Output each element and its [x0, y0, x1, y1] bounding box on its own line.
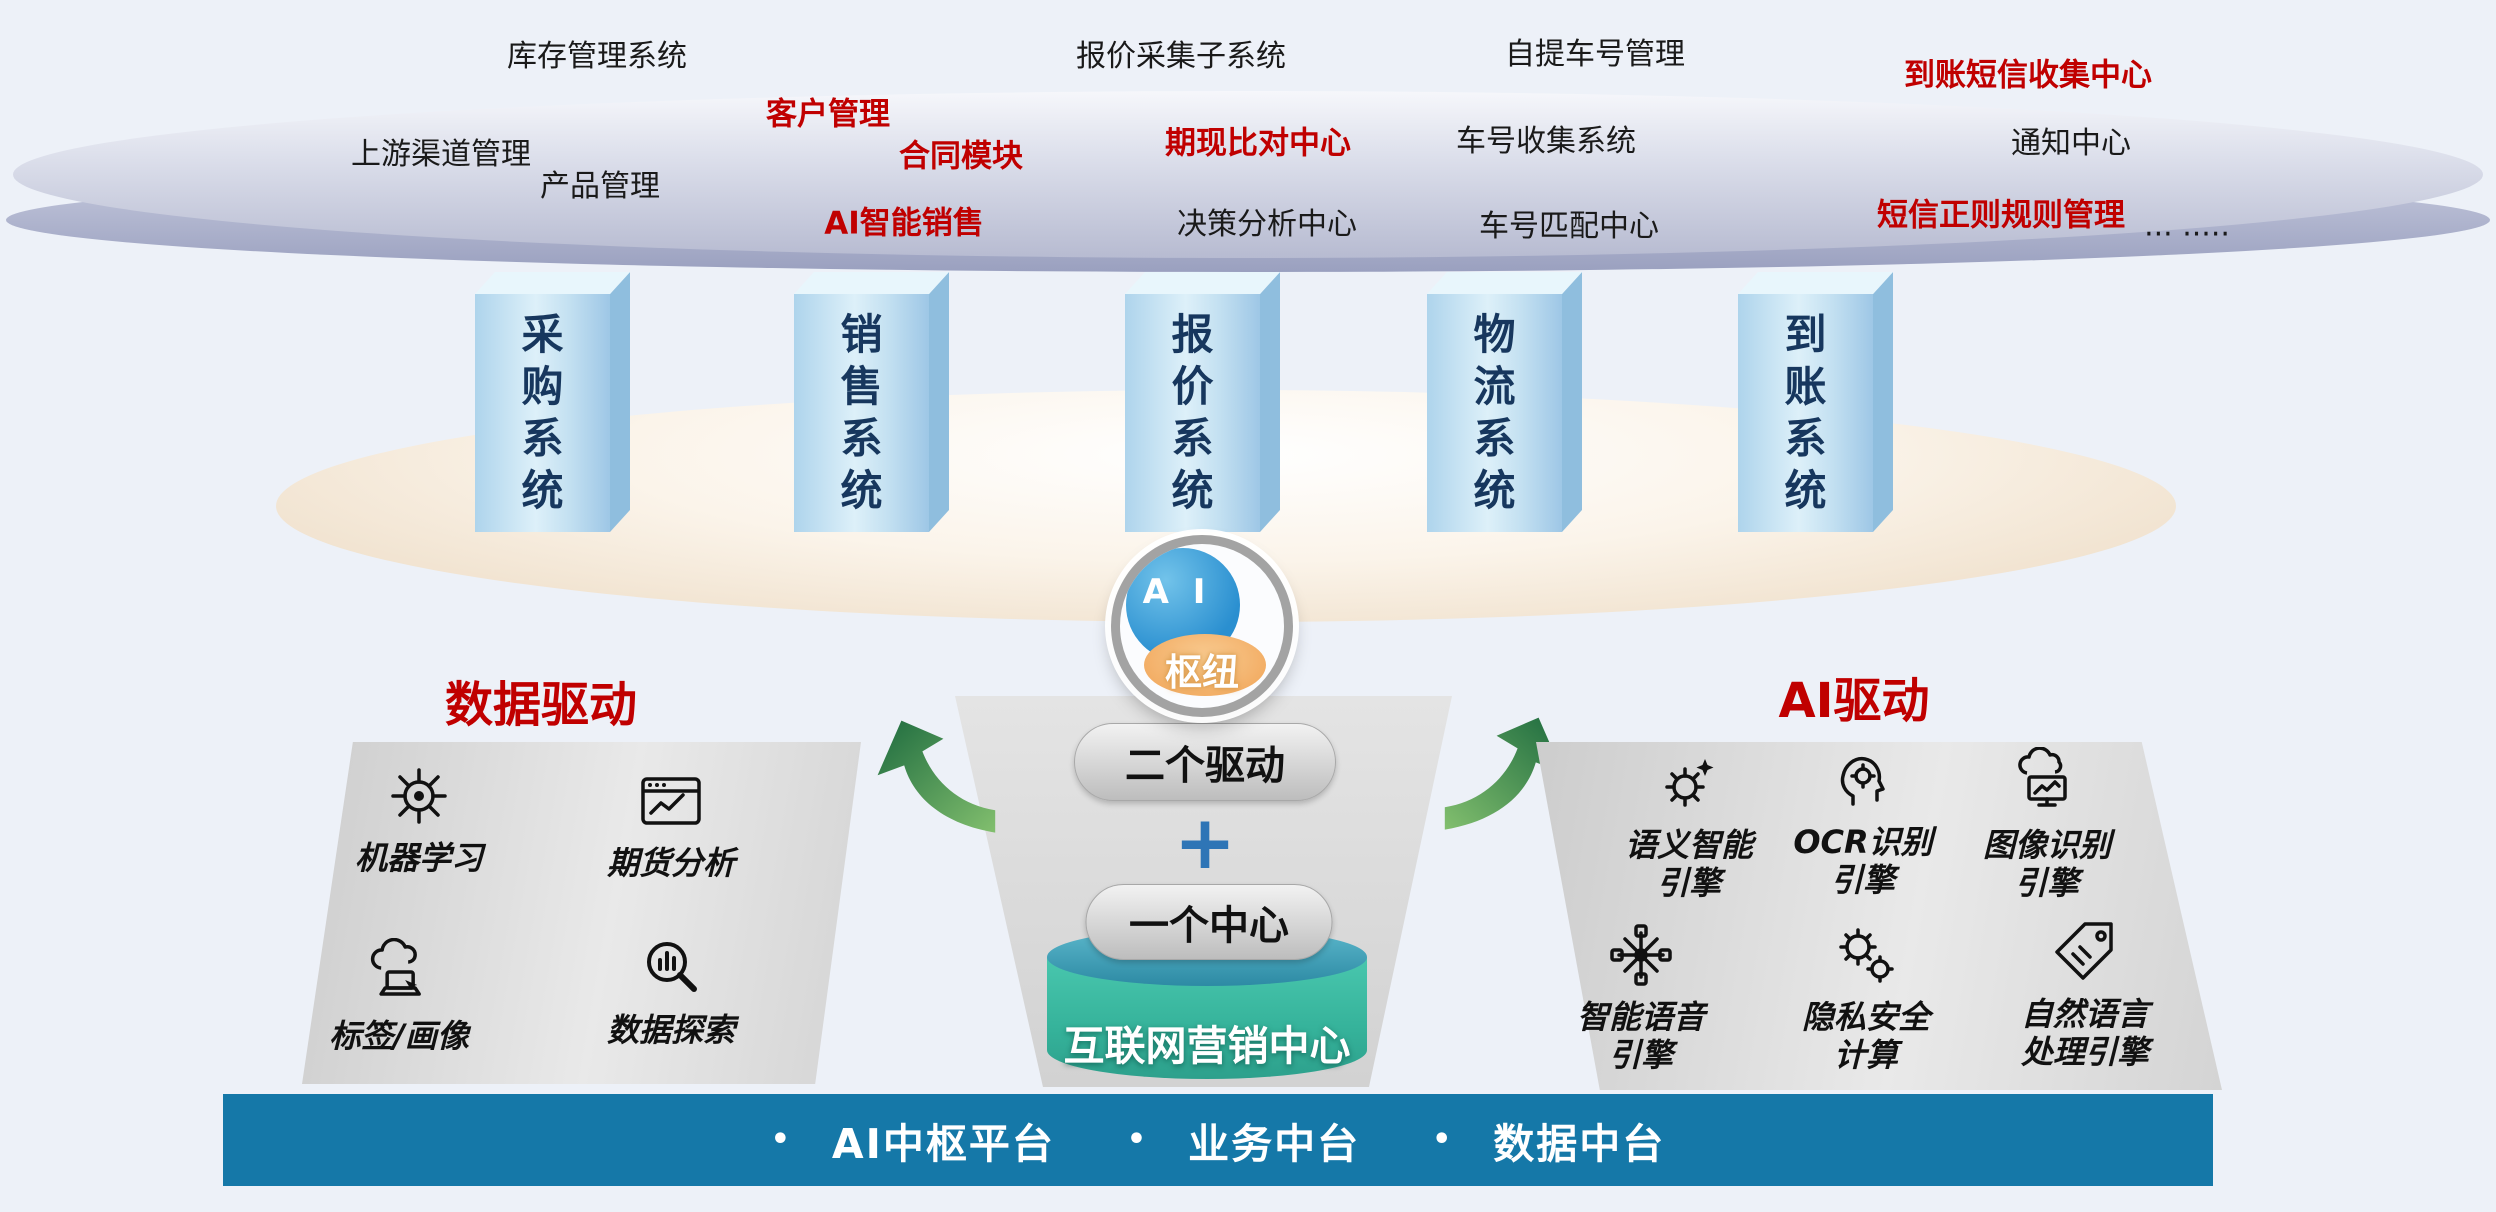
panel-item-label: 语义智能引擎	[1624, 826, 1753, 902]
panel-item-label: 图像识别引擎	[1982, 826, 2111, 902]
pillar-side-face	[1260, 272, 1280, 532]
pillar-label: 报价系统	[1171, 310, 1214, 515]
panel-item: 标签/画像	[329, 938, 469, 1056]
pillar-side-face	[1562, 272, 1582, 532]
cloud-label: 决策分析中心	[1177, 207, 1357, 242]
two-drives-label: 二个驱动	[1125, 743, 1285, 789]
cloud-label: 报价采集子系统	[1076, 39, 1286, 74]
panel-item-label: 自然语言处理引擎	[2020, 995, 2149, 1071]
chart-magnifier-icon	[635, 932, 707, 1004]
pillar-label: 物流系统	[1473, 310, 1516, 515]
two-drives-pill: 二个驱动	[1074, 723, 1336, 801]
plus-icon: +	[1173, 800, 1237, 886]
cloud-laptop-icon	[363, 938, 435, 1010]
gear-network-icon	[383, 760, 455, 832]
panel-item: 自然语言处理引擎	[2010, 916, 2160, 1072]
pillar-top-face	[475, 272, 630, 294]
panel-item: 隐私安全计算	[1791, 919, 1941, 1075]
platform-bar-item: 数据中台	[1493, 1120, 1666, 1168]
pillar-front-face	[1125, 294, 1260, 532]
platform-bar-item: AI中枢平台	[831, 1120, 1055, 1168]
cloud-label: 合同模块	[899, 138, 1023, 175]
pillar-front-face	[475, 294, 610, 532]
bullet-icon: •	[770, 1122, 790, 1157]
platform-bar-group: • 数据中台	[1432, 1110, 1665, 1170]
bullet-icon: •	[1126, 1122, 1147, 1157]
platform-bar-group: • AI中枢平台	[771, 1110, 1055, 1170]
cloud-screen-icon	[2011, 747, 2083, 819]
bullet-icon: •	[1432, 1122, 1452, 1157]
pillar-side-face	[1873, 272, 1893, 532]
panel-item-label: 隐私安全计算	[1801, 998, 1930, 1074]
ai-driven-title: AI驱动	[1778, 673, 1930, 729]
cloud-label: 通知中心	[2011, 126, 2131, 161]
green-arrow-left	[853, 715, 1003, 855]
system-pillar: 物流系统	[1427, 272, 1582, 532]
cloud-label: 产品管理	[540, 169, 660, 204]
cloud-label: 上游渠道管理	[351, 137, 531, 172]
ai-hub-orange-glow	[1144, 634, 1266, 696]
one-center-pill: 一个中心	[1085, 884, 1333, 960]
ai-hub-inner: A I 枢纽	[1120, 544, 1284, 708]
cloud-label: 期现比对中心	[1165, 125, 1351, 162]
pillar-top-face	[1125, 272, 1280, 294]
panel-item-label: 期货分析	[606, 844, 736, 882]
cloud-label: 车号收集系统	[1456, 124, 1636, 159]
panel-item: 期货分析	[607, 765, 735, 883]
pillar-front-face	[1427, 294, 1562, 532]
cloud-label: 库存管理系统	[507, 39, 687, 74]
panel-item: 机器学习	[355, 760, 483, 878]
panel-item: 数据探索	[607, 932, 735, 1050]
green-arrow-right	[1437, 712, 1587, 852]
cloud-label: 到账短信收集中心	[1904, 57, 2152, 94]
cloud-label: 车号匹配中心	[1479, 209, 1659, 244]
pillar-front-face	[1738, 294, 1873, 532]
panel-item: 智能语音引擎	[1566, 919, 1716, 1075]
panel-item-label: 数据探索	[606, 1011, 736, 1049]
ai-hub: A I 枢纽	[1111, 535, 1293, 717]
browser-chart-icon	[635, 765, 707, 837]
cloud-label: 客户管理	[766, 96, 890, 133]
platform-bar-item: 业务中台	[1188, 1120, 1361, 1168]
gear-sparkle-icon	[1653, 747, 1725, 819]
system-pillar: 采购系统	[475, 272, 630, 532]
cloud-label: ... .....	[2144, 208, 2230, 244]
cloud-label: 自提车号管理	[1505, 37, 1685, 72]
ai-driven-panel	[1536, 742, 2222, 1090]
panel-item: OCR识别引擎	[1788, 744, 1938, 900]
tag-icon	[2049, 916, 2121, 988]
pillar-side-face	[929, 272, 949, 532]
cloud-label: 短信正则规则管理	[1877, 197, 2125, 234]
cloud-label: AI智能销售	[824, 205, 984, 242]
pillar-front-face	[794, 294, 929, 532]
double-gear-icon	[1830, 919, 1902, 991]
panel-item-label: OCR识别引擎	[1793, 823, 1933, 899]
data-driven-panel	[302, 742, 861, 1084]
marketing-center-label: 互联网营销中心	[1063, 1022, 1351, 1070]
cloud-ellipse-upper	[13, 91, 2483, 258]
panel-item-label: 机器学习	[354, 839, 484, 877]
head-gear-icon	[1827, 744, 1899, 816]
pillar-top-face	[1738, 272, 1893, 294]
system-pillar: 到账系统	[1738, 272, 1893, 532]
pillar-label: 采购系统	[521, 310, 564, 515]
pillar-label: 销售系统	[840, 310, 883, 515]
pillar-top-face	[1427, 272, 1582, 294]
system-pillar: 销售系统	[794, 272, 949, 532]
panel-item-label: 智能语音引擎	[1576, 998, 1705, 1074]
one-center-label: 一个中心	[1129, 903, 1289, 949]
pillar-top-face	[794, 272, 949, 294]
platform-bar-group: • 业务中台	[1127, 1110, 1360, 1170]
panel-item: 图像识别引擎	[1972, 747, 2122, 903]
pillar-side-face	[610, 272, 630, 532]
platform-bar: • AI中枢平台 • 业务中台 • 数据中台	[223, 1094, 2213, 1186]
pillar-label: 到账系统	[1784, 310, 1827, 515]
panel-item-label: 标签/画像	[329, 1017, 469, 1055]
panel-item: 语义智能引擎	[1614, 747, 1764, 903]
network-nodes-icon	[1605, 919, 1677, 991]
system-pillar: 报价系统	[1125, 272, 1280, 532]
data-driven-title: 数据驱动	[444, 677, 638, 733]
ai-hub-bottom-label: 枢纽	[1165, 651, 1239, 694]
ai-hub-top-label: A I	[1142, 572, 1212, 612]
